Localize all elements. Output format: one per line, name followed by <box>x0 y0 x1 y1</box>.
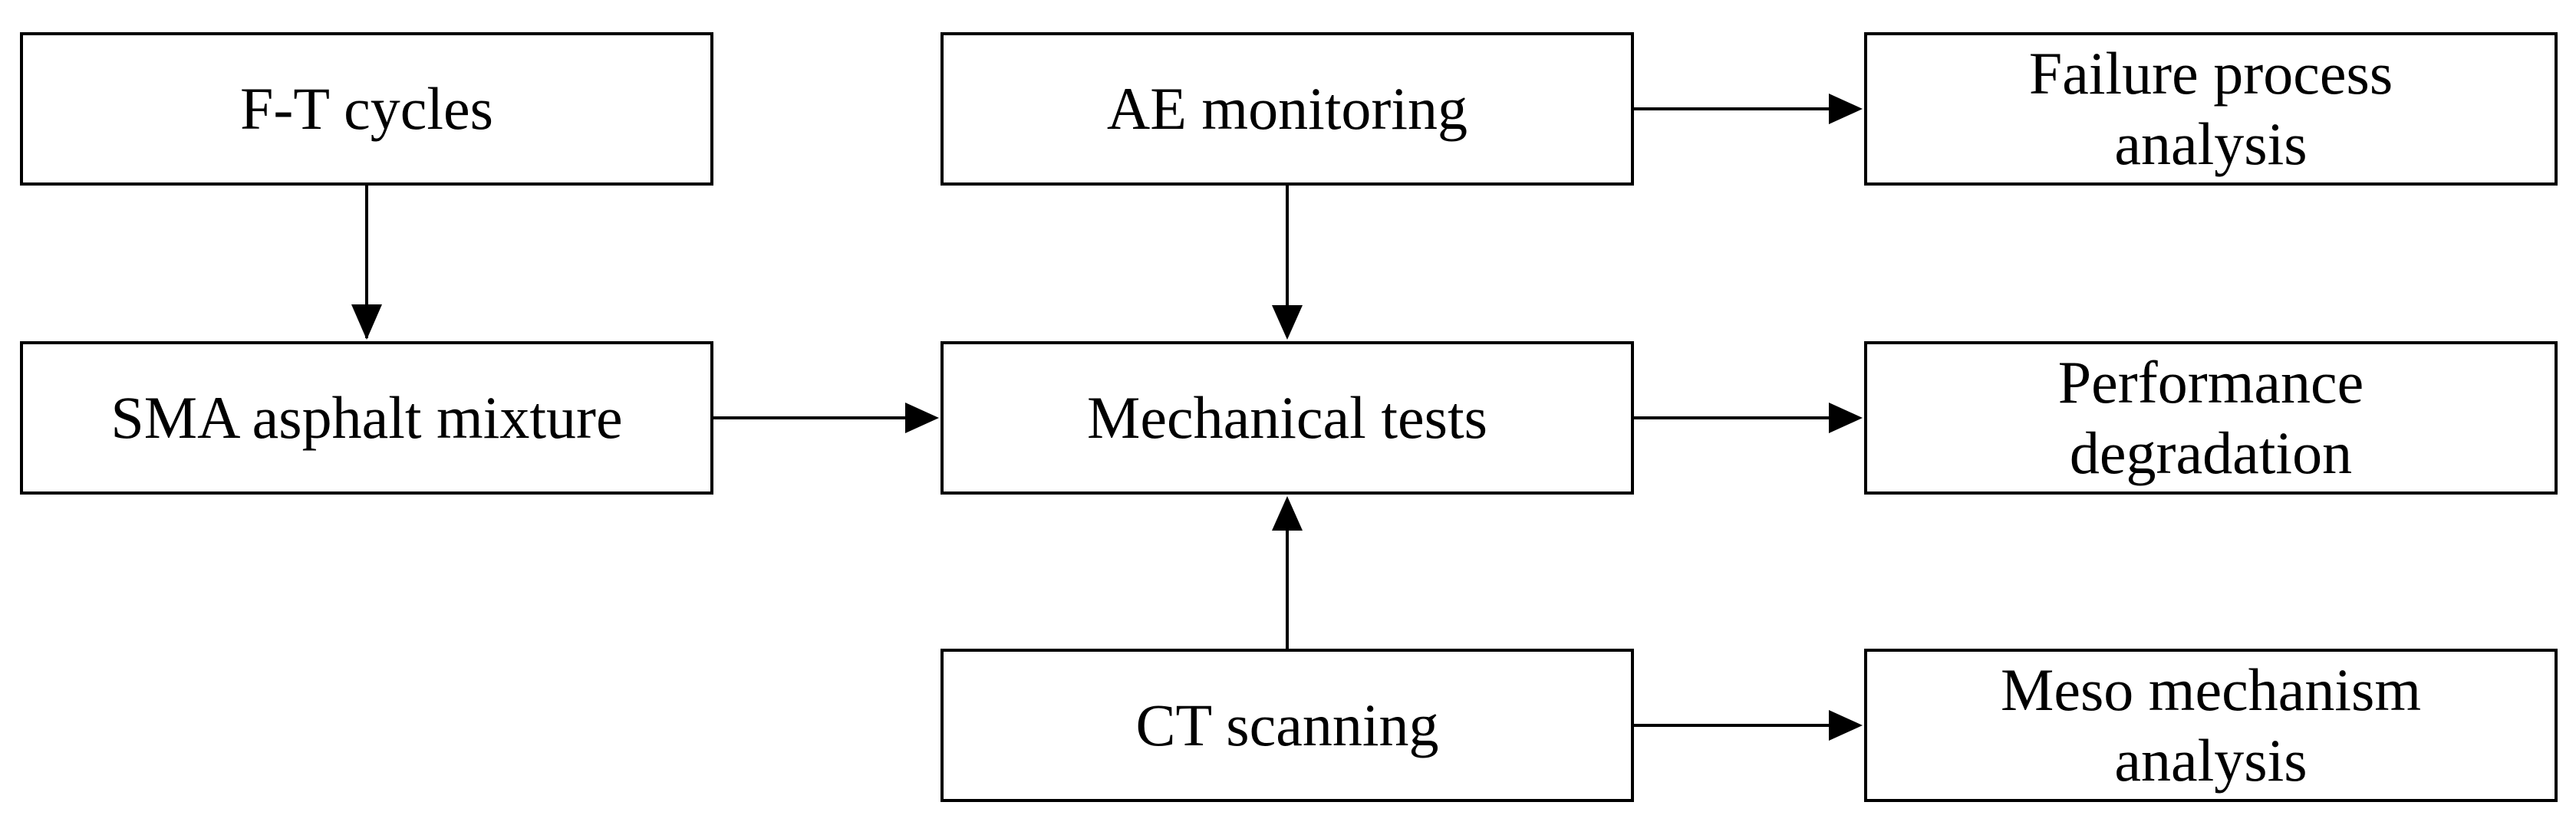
box-performance-degradation: Performance degradation <box>1864 341 2558 495</box>
arrowhead-ct-to-meso <box>1829 710 1863 741</box>
arrowhead-ae-to-mech <box>1272 305 1303 340</box>
box-meso-line-2: analysis <box>2114 727 2308 794</box>
box-failure-line-2: analysis <box>2114 110 2308 177</box>
box-mechanical-tests: Mechanical tests <box>940 341 1634 495</box>
arrowhead-mech-to-perf <box>1829 403 1863 433</box>
box-sma-asphalt-mixture: SMA asphalt mixture <box>20 341 713 495</box>
box-failure-line-1: Failure process <box>2028 39 2393 107</box>
box-ft-cycles: F-T cycles <box>20 32 713 186</box>
arrowhead-ct-to-mech <box>1272 496 1303 531</box>
box-mechanical-label: Mechanical tests <box>1087 383 1487 451</box>
box-ae-monitoring: AE monitoring <box>940 32 1634 186</box>
box-failure-process-analysis: Failure process analysis <box>1864 32 2558 186</box>
arrowhead-sma-to-mech <box>905 403 939 433</box>
box-meso-mechanism-analysis: Meso mechanism analysis <box>1864 649 2558 802</box>
box-performance-line-1: Performance <box>2057 348 2364 416</box>
arrowhead-ae-to-failure <box>1829 94 1863 124</box>
box-meso-line-1: Meso mechanism <box>2000 656 2422 723</box>
box-ae-label: AE monitoring <box>1106 74 1468 142</box>
box-sma-label: SMA asphalt mixture <box>110 383 623 451</box>
arrowhead-ft-to-sma <box>351 304 382 340</box>
box-ct-label: CT scanning <box>1135 691 1439 758</box>
box-performance-line-2: degradation <box>2069 419 2353 486</box>
box-ft-cycles-label: F-T cycles <box>240 74 493 142</box>
box-ct-scanning: CT scanning <box>940 649 1634 802</box>
